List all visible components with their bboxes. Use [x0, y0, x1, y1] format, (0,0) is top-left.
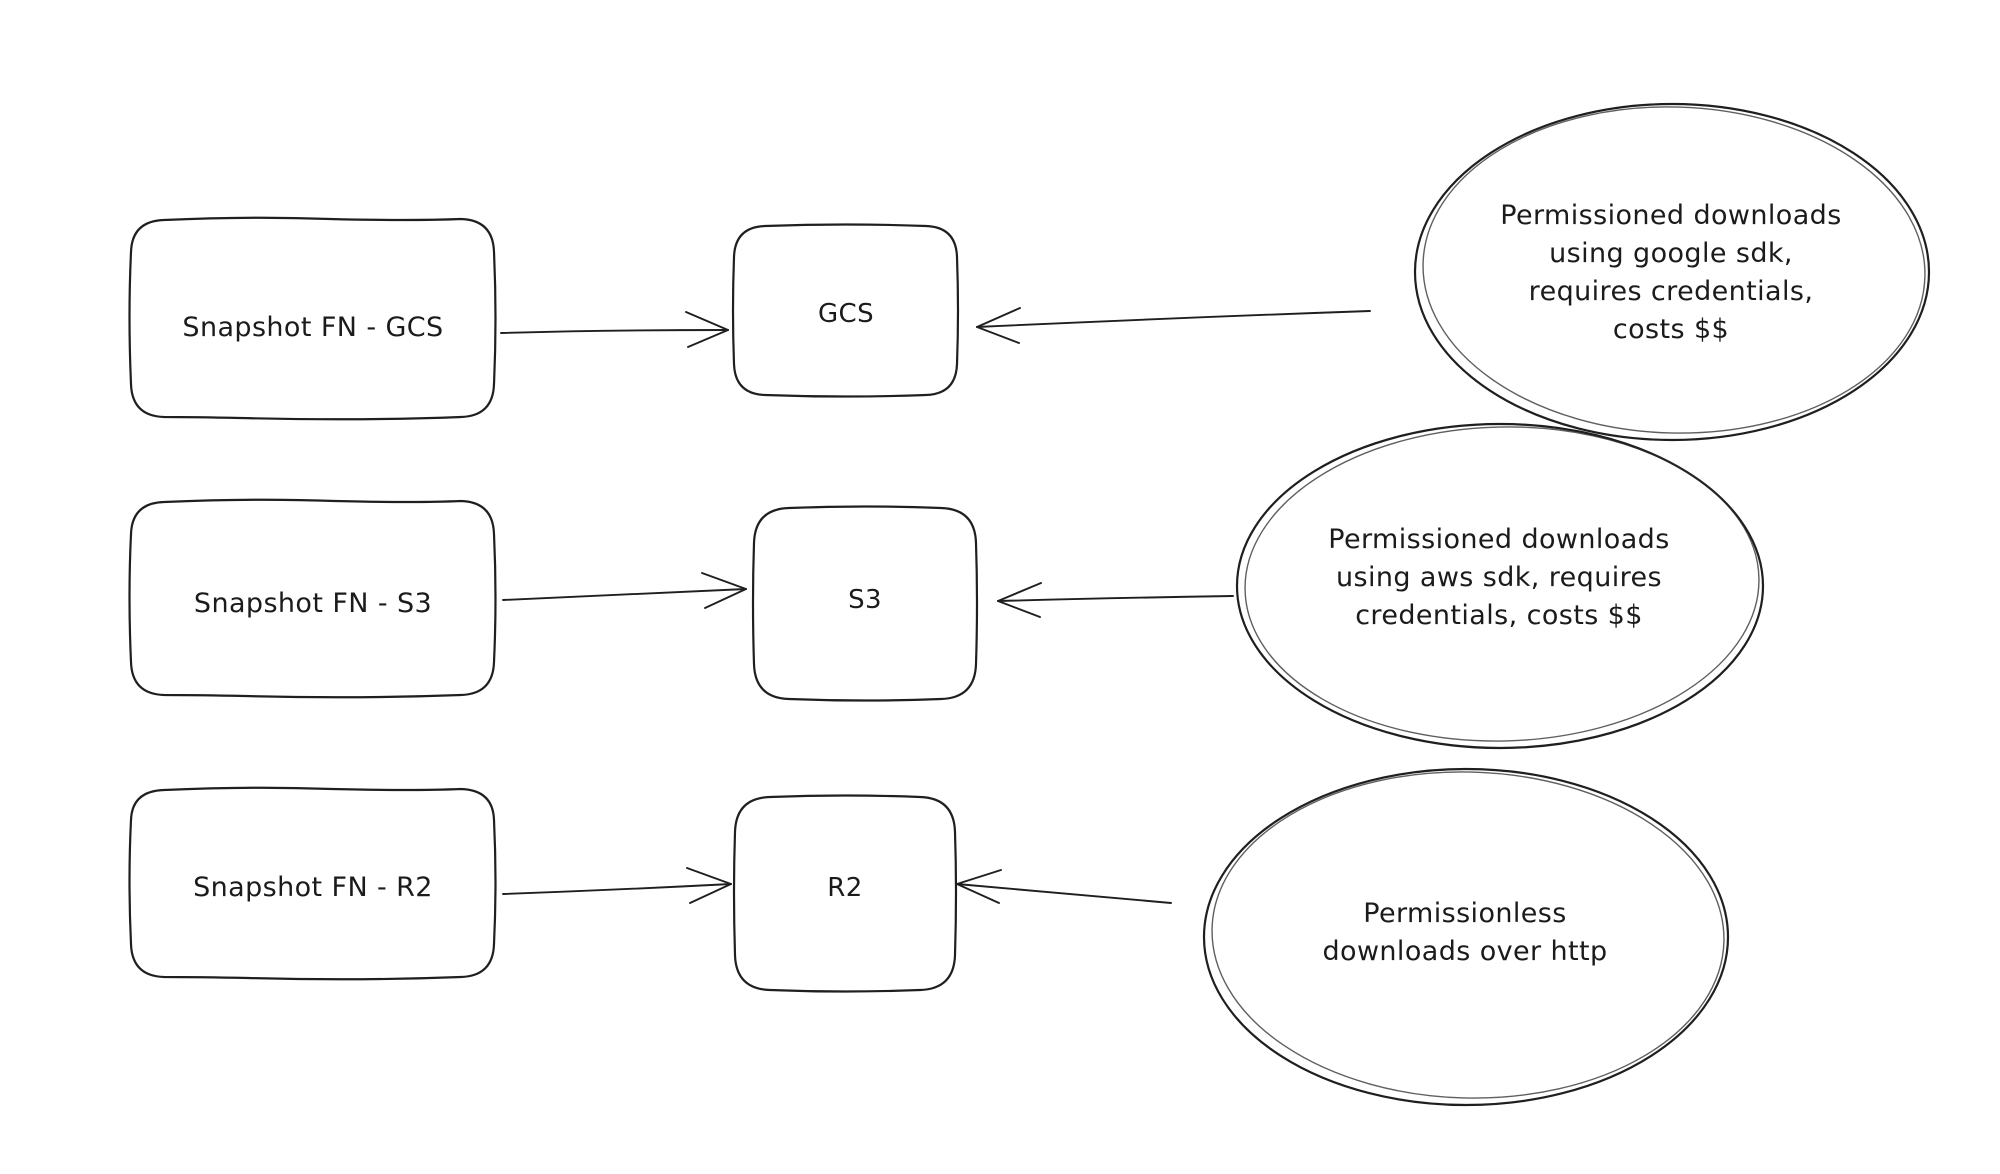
note-ellipse-s3-sketchline	[1244, 426, 1760, 742]
note-r2-line-2: downloads over http	[1322, 936, 1607, 967]
row-s3: Snapshot FN - S3 S3 Permissioned downloa…	[128, 422, 1765, 750]
note-s3-line-2: using aws sdk, requires	[1336, 562, 1662, 593]
note-ellipse-gcs-sketchline	[1422, 106, 1926, 434]
target-box-gcs-label: GCS	[818, 299, 874, 329]
target-box-r2	[732, 794, 958, 993]
note-ellipse-gcs	[1413, 102, 1931, 442]
note-gcs-line-3: requires credentials,	[1529, 276, 1814, 307]
source-box-gcs-label: Snapshot FN - GCS	[182, 312, 443, 343]
source-box-s3-label: Snapshot FN - S3	[194, 588, 432, 619]
target-box-r2-label: R2	[827, 873, 862, 903]
source-box-gcs	[128, 216, 497, 421]
source-box-r2-label: Snapshot FN - R2	[193, 872, 433, 903]
note-ellipse-r2	[1202, 767, 1730, 1107]
note-gcs-line-2: using google sdk,	[1549, 238, 1793, 269]
arrow-snapshot-to-gcs	[500, 311, 729, 348]
note-ellipse-r2-sketchline	[1211, 771, 1725, 1099]
arrow-snapshot-to-s3	[502, 572, 747, 609]
target-box-gcs	[731, 223, 960, 398]
note-r2-line-1: Permissionless	[1363, 898, 1566, 929]
note-gcs-line-1: Permissioned downloads	[1500, 200, 1841, 231]
row-gcs: Snapshot FN - GCS GCS Permissioned downl…	[128, 102, 1931, 442]
target-box-s3-label: S3	[848, 585, 882, 615]
note-gcs-line-4: costs $$	[1613, 314, 1729, 345]
source-box-r2	[128, 786, 497, 981]
arrow-note-to-s3	[997, 582, 1234, 618]
arrow-note-to-gcs	[976, 307, 1371, 344]
note-s3-line-1: Permissioned downloads	[1328, 524, 1669, 555]
note-ellipse-s3	[1235, 422, 1765, 750]
source-box-s3	[128, 498, 497, 699]
target-box-s3	[751, 505, 979, 702]
row-r2: Snapshot FN - R2 R2 Permissionless downl…	[128, 767, 1730, 1107]
arrow-snapshot-to-r2	[502, 867, 732, 904]
note-s3-line-3: credentials, costs $$	[1355, 600, 1643, 631]
arrow-note-to-r2	[956, 869, 1172, 904]
